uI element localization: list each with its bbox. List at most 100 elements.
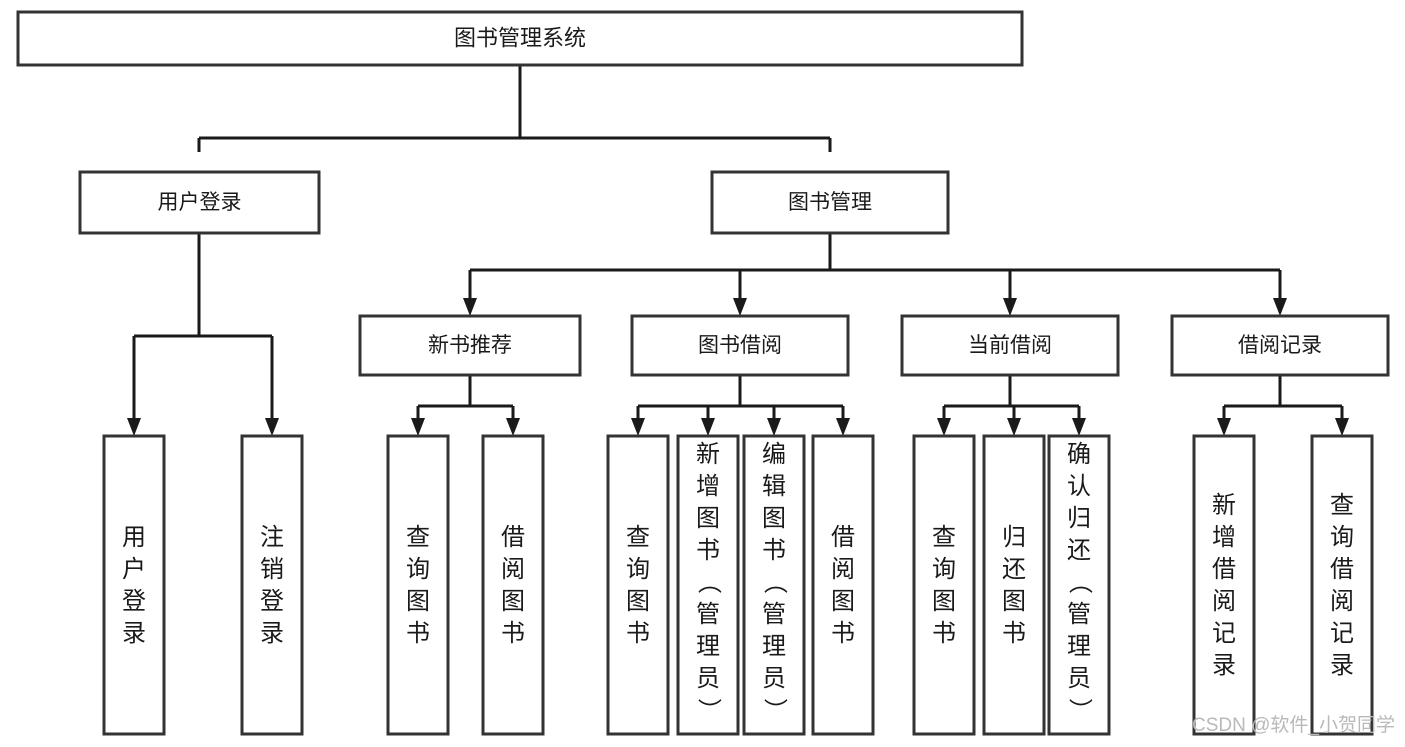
node-label-char: 新 [696,441,720,468]
node-label: 图书借阅 [698,334,782,357]
node-label-char: 录 [1330,652,1354,679]
node-label: 图书管理系统 [454,25,586,50]
node-label-char: 记 [1212,620,1236,647]
arrows-borrow-record [1217,406,1349,436]
node-label-char: 书 [932,620,956,647]
node-leaf-return-book[interactable]: 归还图书归还图书 [982,434,1046,736]
node-label-char: 借 [831,524,855,551]
node-label-char: 图 [1002,588,1026,615]
node-leaf-user-logout[interactable]: 注销登录注销登录 [240,434,304,736]
node-label-char: 理 [762,633,786,660]
node-leaf-query-record[interactable]: 查询借阅记录查询借阅记录 [1310,434,1374,736]
node-label-char: 登 [260,588,284,615]
node-label-char: 图 [762,505,786,532]
arrow-head-icon [631,418,645,436]
node-label-char: 还 [1067,537,1091,564]
connector-borrow-record [1222,375,1344,420]
node-label-char: 查 [406,524,430,551]
node-label-char: 图 [406,588,430,615]
node-label-char: 确 [1067,441,1091,468]
node-box [102,434,166,736]
node-label-char: （ [695,570,722,594]
node-label-char: 询 [1330,524,1354,551]
node-label-char: 阅 [831,556,855,583]
node-leaf-query-book-3[interactable]: 查询图书查询图书 [912,434,976,736]
node-label-char: 阅 [1330,588,1354,615]
arrows-user-login [127,336,279,436]
node-box [481,434,545,736]
node-box [811,434,875,736]
node-box [1192,434,1256,736]
node-label-char: 书 [696,537,720,564]
node-label: 用户登录 [158,191,242,214]
arrow-head-icon [701,418,715,436]
node-leaf-query-book-2[interactable]: 查询图书查询图书 [606,434,670,736]
arrows-new-book-recommend [411,406,520,436]
node-label-char: 认 [1067,473,1091,500]
node-label-char: 查 [1330,492,1354,519]
node-label-char: 书 [1002,620,1026,647]
node-label-char: 记 [1330,620,1354,647]
node-label-char: 借 [1330,556,1354,583]
node-layer: 图书管理系统用户登录图书管理新书推荐图书借阅当前借阅借阅记录用户登录用户登录注销… [16,10,1390,736]
arrow-head-icon [1335,418,1349,436]
node-label-char: （ [1066,570,1093,594]
node-label-char: 管 [762,601,786,628]
node-leaf-query-book-1[interactable]: 查询图书查询图书 [386,434,450,736]
node-borrow-record[interactable]: 借阅记录 [1170,314,1390,377]
node-label-char: 借 [1212,556,1236,583]
node-user-login[interactable]: 用户登录 [78,170,321,235]
arrow-head-icon [1003,298,1017,316]
node-label-char: 录 [1212,652,1236,679]
node-box [982,434,1046,736]
node-current-borrow[interactable]: 当前借阅 [900,314,1120,377]
node-label-char: 录 [260,620,284,647]
node-label: 当前借阅 [968,334,1052,357]
node-box [358,314,582,377]
node-label-char: 录 [122,620,146,647]
node-label-char: ） [761,698,788,722]
connector-user-login [132,233,274,350]
node-label-char: 户 [122,556,146,583]
node-label: 新书推荐 [428,334,512,357]
node-label-char: 借 [501,524,525,551]
node-label-char: 图 [831,588,855,615]
node-box [240,434,304,736]
node-label-char: 查 [626,524,650,551]
node-label-char: 编 [762,441,786,468]
node-label-char: 图 [501,588,525,615]
node-label-char: 新 [1212,492,1236,519]
node-label-char: 员 [696,665,720,692]
node-leaf-borrow-book-1[interactable]: 借阅图书借阅图书 [481,434,545,736]
node-book-borrow[interactable]: 图书借阅 [630,314,850,377]
node-label-char: 注 [260,524,284,551]
node-box [630,314,850,377]
node-label-char: （ [761,570,788,594]
node-leaf-user-login[interactable]: 用户登录用户登录 [102,434,166,736]
node-label-char: 阅 [501,556,525,583]
node-root[interactable]: 图书管理系统 [16,10,1024,67]
node-label-char: 询 [932,556,956,583]
node-label-char: 管 [1067,601,1091,628]
arrow-head-icon [836,418,850,436]
node-label: 图书管理 [788,191,872,214]
node-leaf-add-record[interactable]: 新增借阅记录新增借阅记录 [1192,434,1256,736]
connector-book-manage [468,233,1282,284]
node-leaf-borrow-book-2[interactable]: 借阅图书借阅图书 [811,434,875,736]
node-label: 借阅记录 [1238,334,1322,357]
node-label-char: 书 [406,620,430,647]
node-label-char: 增 [1212,524,1236,551]
node-box [386,434,450,736]
node-label-char: 管 [696,601,720,628]
node-box [1310,434,1374,736]
node-label-char: 图 [696,505,720,532]
node-new-book-recommend[interactable]: 新书推荐 [358,314,582,377]
arrow-head-icon [506,418,520,436]
arrow-head-icon [1273,298,1287,316]
node-book-manage[interactable]: 图书管理 [710,170,950,235]
watermark-layer: CSDN @软件_小贺同学 [1192,714,1395,736]
node-box [1047,434,1111,736]
